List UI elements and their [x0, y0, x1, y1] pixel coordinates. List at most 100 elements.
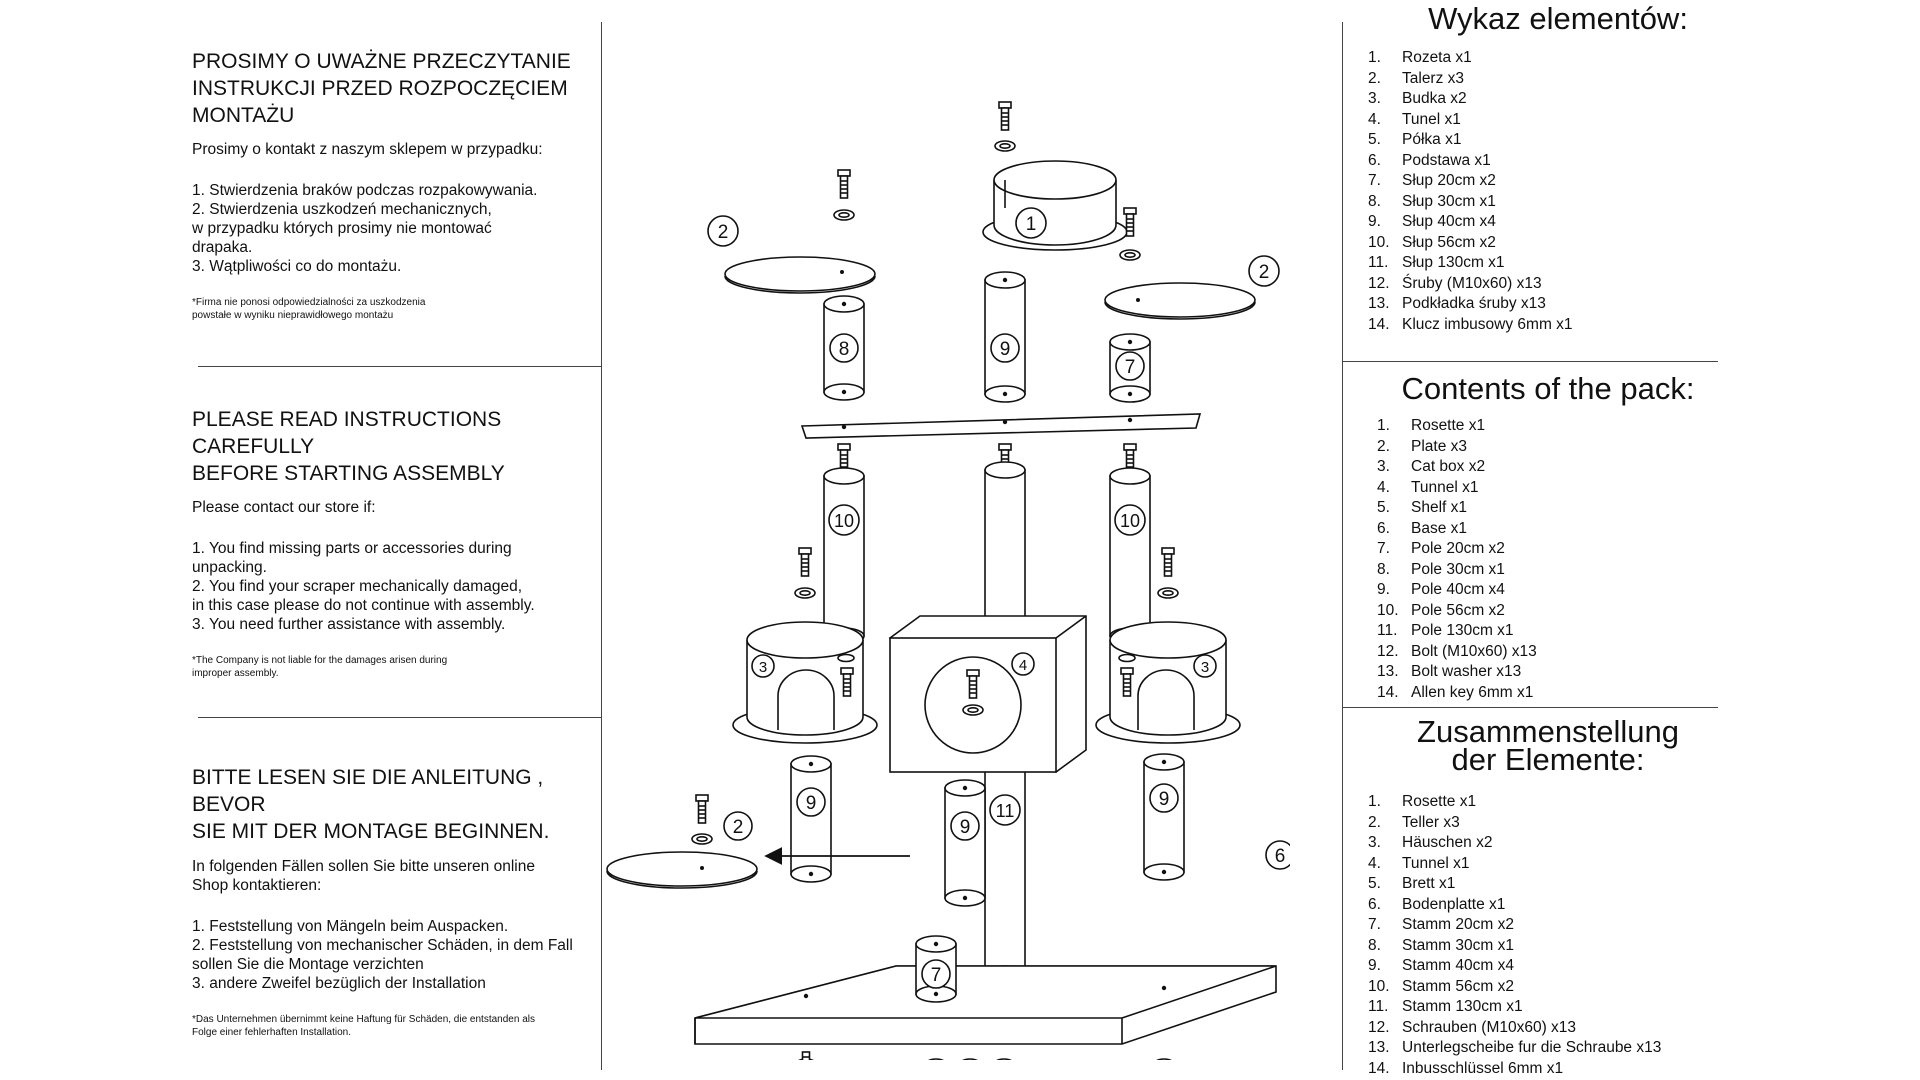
- part-label-9: 9: [990, 333, 1020, 363]
- pole-30-part: [823, 295, 865, 401]
- svg-text:9: 9: [960, 817, 971, 838]
- svg-text:4: 4: [1019, 657, 1027, 674]
- part-label-10: 10: [828, 504, 860, 536]
- bolt-icon: [1120, 667, 1134, 697]
- parts-list-item: 14.Klucz imbusowy 6mm x1: [1368, 315, 1728, 336]
- parts-list-item: 9. Stamm 40cm x4: [1368, 956, 1728, 977]
- parts-list-item: 6.Base x1: [1377, 519, 1728, 540]
- part-label-2: 2: [707, 215, 739, 247]
- item-text: Rozeta x1: [1402, 49, 1472, 66]
- bolt-icon: [840, 667, 854, 697]
- instructions-english: PLEASE READ INSTRUCTIONS CAREFULLY BEFOR…: [192, 406, 592, 680]
- liability-note: *Das Unternehmen übernimmt keine Haftung…: [192, 1014, 535, 1038]
- plate-part: [1104, 282, 1256, 320]
- item-text: Słup 130cm x1: [1402, 254, 1505, 271]
- item-text: Teller x3: [1402, 813, 1460, 831]
- pole-40-part: [944, 779, 986, 907]
- item-text: Stamm 56cm x2: [1402, 977, 1514, 995]
- bolt-icon: [966, 669, 980, 699]
- instructions-title: BITTE LESEN SIE DIE ANLEITUNG , BEVOR SI…: [192, 766, 550, 843]
- contact-text: Prosimy o kontakt z naszym sklepem w prz…: [192, 141, 543, 158]
- right-divider-2: [1342, 707, 1718, 708]
- item-number: 4.: [1377, 478, 1390, 496]
- item-text: Podstawa x1: [1402, 151, 1491, 169]
- item-number: 9.: [1368, 213, 1381, 230]
- item-text: Budka x2: [1402, 90, 1467, 107]
- item-number: 4.: [1368, 854, 1381, 872]
- item-text: Inbusschlüssel 6mm x1: [1402, 1059, 1564, 1077]
- item-number: 3.: [1368, 90, 1381, 107]
- parts-list-item: 13.Podkładka śruby x13: [1368, 294, 1728, 315]
- right-divider-1: [1342, 361, 1718, 362]
- washer-icon: [994, 140, 1016, 152]
- item-text: Talerz x3: [1402, 69, 1465, 87]
- parts-list-item: 8.Pole 30cm x1: [1377, 560, 1728, 581]
- pole-56-part: [1109, 467, 1151, 645]
- parts-list-item: 5.Półka x1: [1368, 130, 1728, 151]
- parts-list-item: 2.Talerz x3: [1368, 69, 1728, 90]
- washer-icon: [833, 209, 855, 221]
- item-text: Plate x3: [1411, 437, 1468, 455]
- parts-list-item: 11.Słup 130cm x1: [1368, 253, 1728, 274]
- washer-icon: [1119, 249, 1141, 261]
- item-number: 1.: [1368, 49, 1381, 66]
- svg-text:9: 9: [806, 793, 817, 814]
- item-number: 9.: [1368, 957, 1381, 974]
- instructions-title: PLEASE READ INSTRUCTIONS CAREFULLY BEFOR…: [192, 408, 505, 485]
- base-part: [694, 965, 1277, 1045]
- item-number: 10.: [1368, 233, 1390, 251]
- svg-text:8: 8: [839, 339, 850, 360]
- list-item: 2. Feststellung von mechanischer Schäden…: [192, 937, 573, 973]
- item-number: 1.: [1377, 417, 1390, 434]
- item-number: 12.: [1368, 274, 1390, 292]
- list-item: 3. You need further assistance with asse…: [192, 616, 506, 633]
- item-text: Pole 56cm x2: [1411, 601, 1505, 619]
- item-text: Pole 20cm x2: [1411, 540, 1505, 557]
- svg-text:3: 3: [759, 659, 767, 676]
- item-text: Pole 40cm x4: [1411, 581, 1505, 598]
- item-number: 1.: [1368, 793, 1381, 810]
- parts-list-item: 6.Podstawa x1: [1368, 151, 1728, 172]
- item-text: Cat box x2: [1411, 458, 1486, 475]
- list-item: 1. You find missing parts or accessories…: [192, 540, 512, 576]
- parts-list-item: 12.Schrauben (M10x60) x13: [1368, 1018, 1728, 1039]
- part-label-10: 10: [1114, 504, 1146, 536]
- list-item: 2. You find your scraper mechanically da…: [192, 578, 535, 614]
- part-label-1: 1: [1015, 207, 1047, 239]
- parts-list-item: 7.Słup 20cm x2: [1368, 171, 1728, 192]
- item-number: 10.: [1377, 601, 1399, 619]
- item-number: 14.: [1368, 1059, 1390, 1077]
- list-item: 1. Feststellung von Mängeln beim Auspack…: [192, 918, 509, 935]
- item-text: Rosette x1: [1411, 417, 1486, 434]
- parts-list-item: 4.Tunnel x1: [1368, 854, 1728, 875]
- parts-list-item: 3. Budka x2: [1368, 89, 1728, 110]
- parts-list-item: 12.Bolt (M10x60) x13: [1377, 642, 1728, 663]
- parts-list-item: 2.Teller x3: [1368, 813, 1728, 834]
- parts-list-item: 6.Bodenplatte x1: [1368, 895, 1728, 916]
- item-number: 13.: [1368, 1039, 1390, 1056]
- cat-box-part: [1095, 621, 1241, 744]
- item-number: 8.: [1377, 560, 1390, 578]
- parts-list-german: Zusammenstellung der Elemente: 1.Rosette…: [1368, 716, 1728, 1079]
- parts-list-item: 11.Pole 130cm x1: [1377, 621, 1728, 642]
- shelf-part: [800, 413, 1202, 439]
- washer-icon: [962, 704, 984, 716]
- plate-part: [724, 256, 876, 294]
- parts-list-item: 13.Bolt washer x13: [1377, 662, 1728, 683]
- svg-text:7: 7: [1125, 357, 1136, 378]
- item-text: Tunel x1: [1402, 110, 1461, 128]
- washer-icon: [794, 587, 816, 599]
- item-text: Stamm 40cm x4: [1402, 957, 1514, 974]
- contact-text: In folgenden Fällen sollen Sie bitte uns…: [192, 858, 535, 894]
- item-text: Słup 56cm x2: [1402, 233, 1496, 251]
- part-label-11: 11: [989, 794, 1021, 826]
- item-number: 7.: [1377, 540, 1390, 557]
- parts-list-item: 14.Allen key 6mm x1: [1377, 683, 1728, 704]
- svg-text:9: 9: [1159, 789, 1170, 810]
- washer-icon: [925, 1058, 947, 1060]
- item-number: 5.: [1368, 875, 1381, 892]
- parts-list-item: 7.Stamm 20cm x2: [1368, 915, 1728, 936]
- parts-list-item: 9.Słup 40cm x4: [1368, 212, 1728, 233]
- item-text: Tunnel x1: [1411, 478, 1479, 496]
